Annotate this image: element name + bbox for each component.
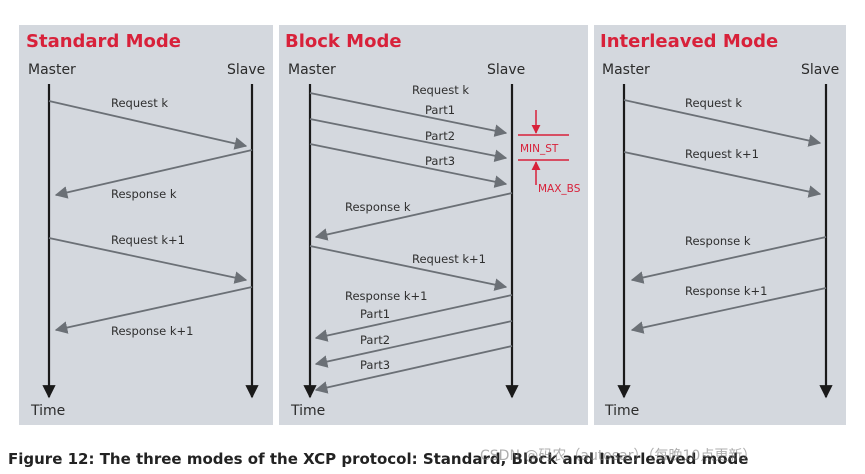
interleaved-slave-label: Slave [801,62,840,78]
interleaved-msg-response-k1: Response k+1 [685,284,768,298]
interleaved-mode-title: Interleaved Mode [600,31,779,52]
block-msg-part2: Part2 [425,129,456,143]
standard-request-k-arrow [48,100,248,150]
figure-caption: Figure 12: The three modes of the XCP pr… [0,447,865,474]
interleaved-response-k1-arrow [630,287,827,334]
standard-mode-panel [19,25,273,425]
block-msg-response-k1: Response k+1 [345,289,428,303]
block-request-k-arrow [309,92,508,137]
block-slave-label: Slave [487,62,526,78]
max-bs-label: MAX_BS [538,183,581,195]
block-msg-resp-part3: Part3 [360,358,391,372]
block-mode-title: Block Mode [285,31,402,52]
interleaved-mode-panel [594,25,846,425]
block-response-part3-arrow [314,345,513,394]
standard-msg-request-k: Request k [111,96,169,110]
block-response-k-arrow [314,192,513,241]
standard-master-label: Master [28,62,76,78]
interleaved-msg-request-k1: Request k+1 [685,147,759,161]
interleaved-time-label: Time [605,403,640,419]
block-mode-panel [279,25,588,425]
block-master-label: Master [288,62,336,78]
min-st-label: MIN_ST [520,143,559,155]
interleaved-request-k-arrow [623,99,822,147]
standard-mode-title: Standard Mode [26,31,181,52]
watermark-text: CSDN @码农（autosar）（每晚10点更新） [480,448,757,464]
standard-response-k-arrow [54,149,253,199]
interleaved-msg-request-k: Request k [685,96,743,110]
figure-caption-text: Figure 12: The three modes of the XCP pr… [8,450,749,468]
block-msg-request-k: Request k [412,83,470,97]
interleaved-response-k-arrow [630,236,827,284]
standard-msg-response-k1: Response k+1 [111,324,194,338]
interleaved-msg-response-k: Response k [685,234,751,248]
block-msg-response-k: Response k [345,200,411,214]
block-part1-arrow [309,118,508,162]
block-msg-request-k1: Request k+1 [412,252,486,266]
block-response-k1-arrow [314,294,513,342]
interleaved-master-label: Master [602,62,650,78]
standard-time-label: Time [31,403,66,419]
block-msg-part1: Part1 [425,103,456,117]
standard-slave-label: Slave [227,62,266,78]
block-msg-resp-part2: Part2 [360,333,391,347]
block-request-k1-arrow [309,245,508,291]
block-time-label: Time [291,403,326,419]
block-msg-part3: Part3 [425,154,456,168]
block-response-part2-arrow [314,320,513,368]
standard-msg-response-k: Response k [111,187,177,201]
block-msg-resp-part1: Part1 [360,307,391,321]
standard-response-k1-arrow [54,286,253,334]
interleaved-request-k1-arrow [623,151,822,198]
block-part2-arrow [309,143,508,188]
standard-msg-request-k1: Request k+1 [111,233,185,247]
standard-request-k1-arrow [48,237,248,284]
